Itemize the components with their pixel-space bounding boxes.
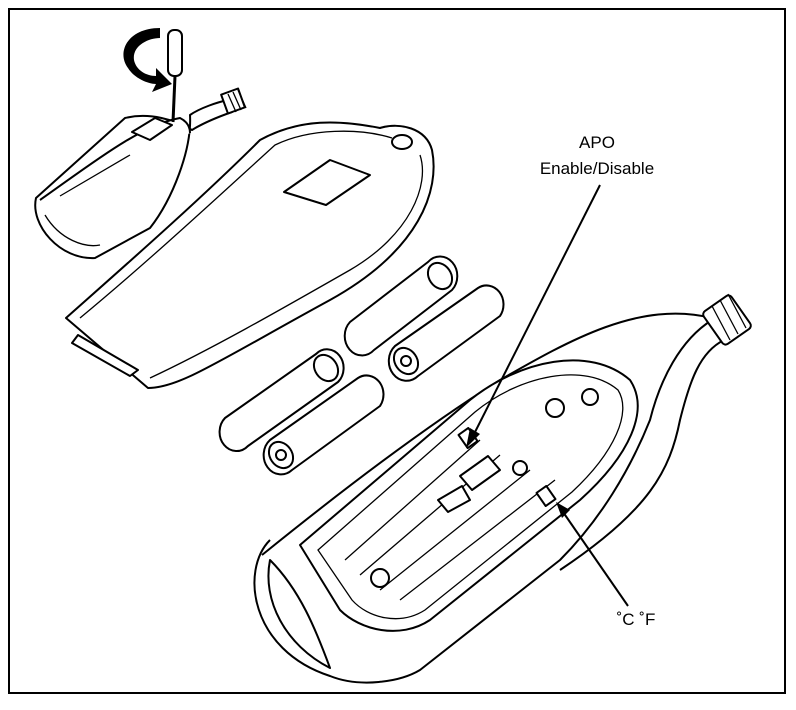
temperature-unit-label: ˚C ˚F <box>596 609 676 631</box>
rotate-arrow-icon <box>123 28 172 92</box>
apo-label-subtitle: Enable/Disable <box>522 158 672 180</box>
screwdriver-icon <box>168 30 182 122</box>
apo-label-title: APO <box>552 132 642 154</box>
